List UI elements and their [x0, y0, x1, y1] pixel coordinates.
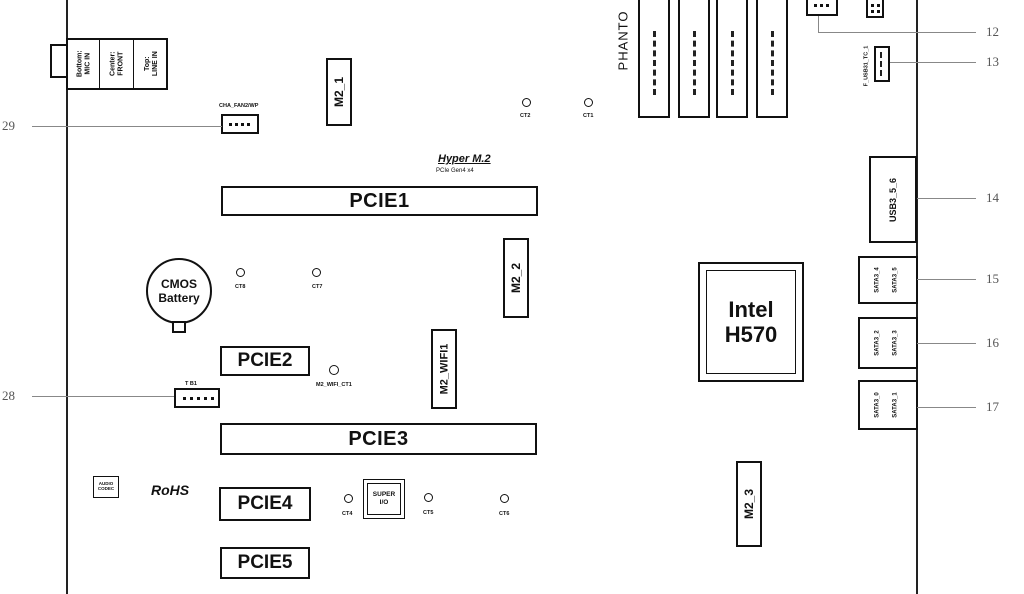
cmos-battery-tab [172, 321, 186, 333]
callout-13: 13 [986, 54, 999, 69]
dimm-slot-a1 [638, 0, 670, 118]
pcie5-slot: PCIE5 [220, 547, 310, 579]
callout-15: 15 [986, 271, 999, 286]
sata3-1-label: SATA3_1 [893, 392, 900, 418]
thermal-sensor-ct4 [344, 494, 353, 503]
sata3-0-label: SATA3_0 [875, 392, 882, 418]
tb1-label: T B1 [185, 381, 197, 387]
sata3-3-label: SATA3_3 [893, 330, 900, 356]
ct1-label: CT1 [583, 113, 594, 119]
callout-12-vline [818, 16, 819, 32]
small-header-top [866, 0, 884, 18]
m2-wifi-ct1-label: M2_WIFI_CT1 [316, 382, 352, 388]
pcie3-label: PCIE3 [348, 427, 409, 450]
m2-wifi1-slot: M2_WIFI1 [431, 329, 457, 409]
pcie1-slot: PCIE1 [221, 186, 538, 216]
dimm-slot-b2 [756, 0, 788, 118]
callout-16-line [917, 343, 976, 344]
thermal-sensor-ct2 [522, 98, 531, 107]
ct6-label: CT6 [499, 511, 510, 517]
thermal-sensor-ct1 [584, 98, 593, 107]
pcie2-slot: PCIE2 [220, 346, 310, 376]
dimm-slot-a2 [678, 0, 710, 118]
audio-top-label: Top: LINE IN [143, 51, 158, 77]
pcie2-label: PCIE2 [237, 350, 293, 371]
f-usb31-tc-label: F_USB31_TC_1 [863, 45, 870, 87]
sata3-4-5-connector: SATA3_4 SATA3_5 [858, 256, 918, 304]
sata3-0-1-connector: SATA3_0 SATA3_1 [858, 380, 918, 430]
thermal-sensor-ct8 [236, 268, 245, 277]
cmos-battery: CMOS Battery [146, 258, 212, 324]
callout-28: 28 [2, 388, 15, 403]
sata3-4-label: SATA3_4 [875, 267, 882, 293]
f-usb31-tc-header [874, 46, 890, 82]
cha-fan-label: CHA_FAN2/WP [219, 103, 259, 109]
dimm-slot-b1 [716, 0, 748, 118]
audio-jack-bracket [50, 44, 68, 78]
tb1-header [174, 388, 220, 408]
m2-3-slot: M2_3 [736, 461, 762, 547]
audio-codec-label: AUDIO CODEC [97, 481, 115, 491]
audio-jack: Bottom: MIC IN Center: FRONT Top: LINE I… [66, 38, 168, 90]
ct4-label: CT4 [342, 511, 353, 517]
callout-14-line [917, 198, 976, 199]
callout-16: 16 [986, 335, 999, 350]
m2-wifi1-label: M2_WIFI1 [438, 343, 451, 395]
callout-29-line [32, 126, 222, 127]
rohs-mark: RoHS [151, 482, 190, 498]
super-io-label: SUPER I/O [372, 491, 396, 506]
callout-13-line [890, 62, 976, 63]
callout-29: 29 [2, 118, 15, 133]
cha-fan-header [221, 114, 259, 134]
sata3-2-3-connector: SATA3_2 SATA3_3 [858, 317, 918, 369]
m2-1-label: M2_1 [332, 76, 346, 108]
brand-text-box: PHANTO [612, 0, 634, 80]
sata3-5-label: SATA3_5 [893, 267, 900, 293]
pcie5-label: PCIE5 [237, 552, 293, 573]
callout-12-line [818, 32, 976, 33]
thermal-sensor-ct5 [424, 493, 433, 502]
audio-codec-chip: AUDIO CODEC [93, 476, 119, 498]
usb3-5-6-label: USB3_5_6 [888, 177, 898, 222]
thermal-sensor-ct7 [312, 268, 321, 277]
usb3-5-6-header: USB3_5_6 [869, 156, 917, 243]
fan-header-top [806, 0, 838, 16]
chipset-label: Intel H570 [724, 296, 778, 347]
ct2-label: CT2 [520, 113, 531, 119]
m2-2-label: M2_2 [509, 262, 523, 294]
hyper-m2-title: Hyper M.2 [438, 153, 491, 165]
pcie1-label: PCIE1 [349, 189, 410, 212]
thermal-sensor-ct6 [500, 494, 509, 503]
super-io-chip: SUPER I/O [363, 479, 405, 519]
callout-17-line [917, 407, 976, 408]
ct8-label: CT8 [235, 284, 246, 290]
pcie4-slot: PCIE4 [219, 487, 311, 521]
sata3-2-label: SATA3_2 [875, 330, 882, 356]
pcie4-label: PCIE4 [237, 493, 293, 514]
callout-28-line [32, 396, 174, 397]
callout-12: 12 [986, 24, 999, 39]
ct5-label: CT5 [423, 510, 434, 516]
callout-17: 17 [986, 399, 999, 414]
board-edge-left [66, 0, 68, 594]
hyper-m2-subtitle: PCIe Gen4 x4 [436, 168, 474, 174]
audio-bottom-label: Bottom: MIC IN [76, 50, 91, 78]
ct7-label: CT7 [312, 284, 323, 290]
m2-1-slot: M2_1 [326, 58, 352, 126]
m2-3-label: M2_3 [742, 488, 756, 520]
pcie3-slot: PCIE3 [220, 423, 537, 455]
thermal-sensor-m2-wifi-ct1 [329, 365, 339, 375]
m2-2-slot: M2_2 [503, 238, 529, 318]
callout-15-line [917, 279, 976, 280]
brand-text: PHANTO [615, 10, 631, 70]
callout-14: 14 [986, 190, 999, 205]
intel-h570-chipset: Intel H570 [698, 262, 804, 382]
f-usb31-tc-box: F_USB31_TC_1 [859, 42, 873, 90]
audio-center-label: Center: FRONT [109, 51, 124, 77]
cmos-battery-label: CMOS Battery [158, 276, 200, 305]
